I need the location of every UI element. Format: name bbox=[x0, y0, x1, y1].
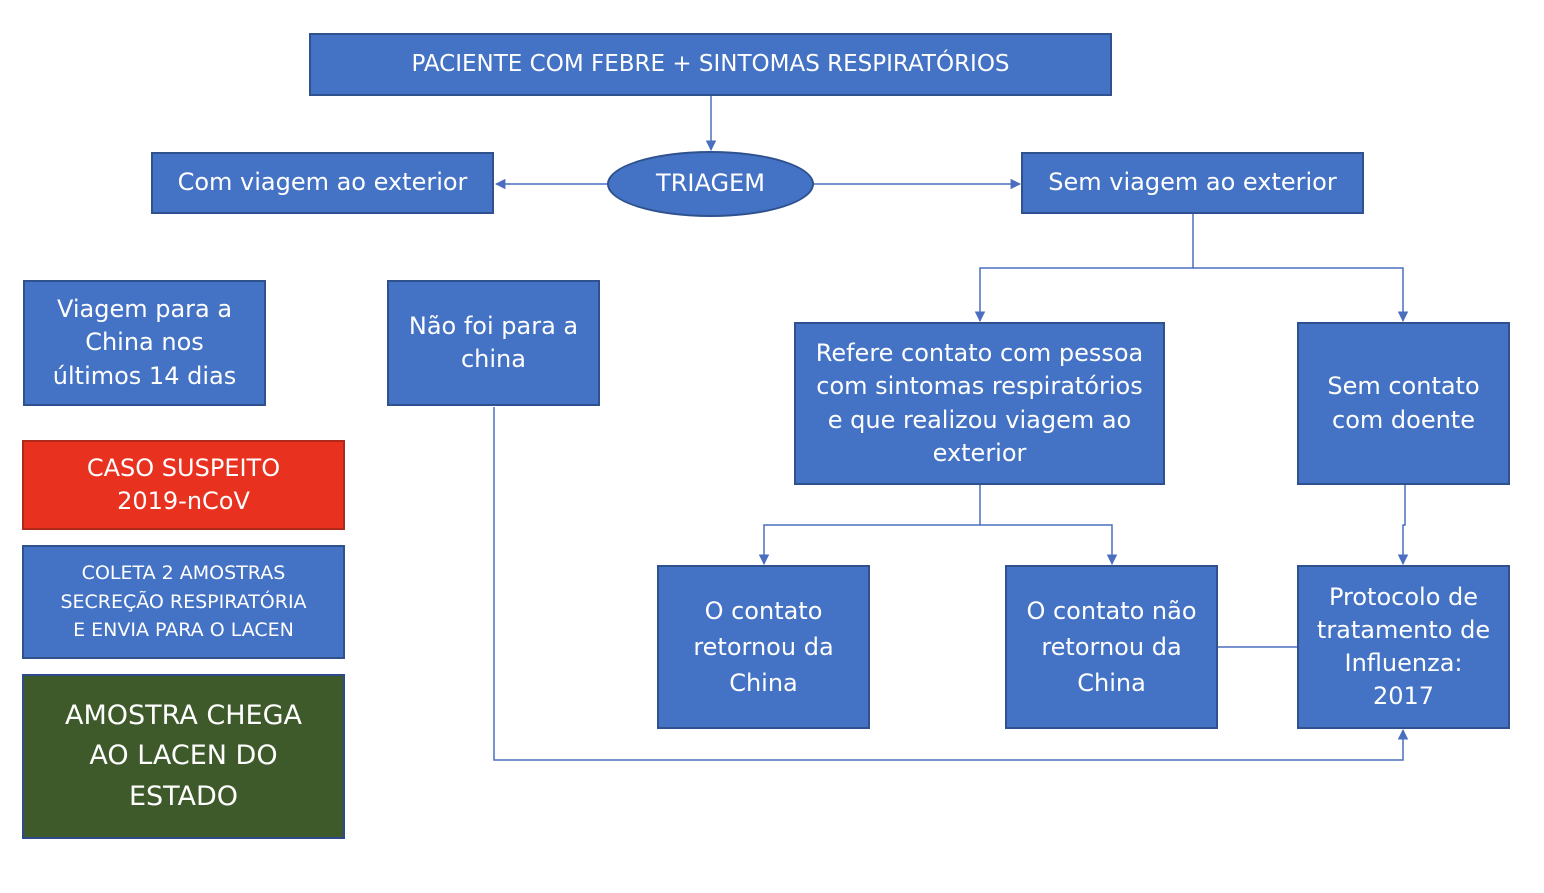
contact-not-returned-label: O contato não retornou da China bbox=[1026, 597, 1197, 697]
without-travel-label: Sem viagem ao exterior bbox=[1048, 168, 1337, 197]
edge-contact-to-returned bbox=[758, 485, 981, 566]
not-china-box: Não foi para a china bbox=[387, 280, 600, 406]
patient-label: PACIENTE COM FEBRE + SINTOMAS RESPIRATÓR… bbox=[411, 50, 1010, 77]
collect-samples-label: COLETA 2 AMOSTRAS SECREÇÃO RESPIRATÓRIA … bbox=[60, 562, 307, 642]
sample-arrives-label: AMOSTRA CHEGA AO LACEN DO ESTADO bbox=[65, 699, 302, 812]
edge-not-china-to-protocol bbox=[493, 407, 1409, 761]
not-china-label: Não foi para a china bbox=[408, 311, 579, 373]
suspect-case-label: CASO SUSPEITO 2019-nCoV bbox=[86, 453, 281, 515]
contact-reported-box: Refere contato com pessoa com sintomas r… bbox=[794, 322, 1165, 485]
influenza-protocol-label: Protocolo de tratamento de Influenza: 20… bbox=[1316, 582, 1491, 711]
suspect-case-box: CASO SUSPEITO 2019-nCoV bbox=[22, 440, 345, 530]
no-contact-label: Sem contato com doente bbox=[1327, 372, 1480, 434]
edge-no-contact-to-protocol bbox=[1397, 485, 1409, 566]
with-travel-box: Com viagem ao exterior bbox=[151, 152, 494, 214]
with-travel-label: Com viagem ao exterior bbox=[177, 168, 468, 197]
without-travel-box: Sem viagem ao exterior bbox=[1021, 152, 1364, 214]
triage-label: TRIAGEM bbox=[656, 169, 765, 198]
edge-without-travel-to-no-contact bbox=[1193, 267, 1409, 323]
patient-box: PACIENTE COM FEBRE + SINTOMAS RESPIRATÓR… bbox=[309, 33, 1112, 96]
edge-without-travel-to-contact bbox=[974, 214, 1194, 323]
contact-not-returned-box: O contato não retornou da China bbox=[1005, 565, 1218, 729]
travel-china-box: Viagem para a China nos últimos 14 dias bbox=[23, 280, 266, 406]
sample-arrives-box: AMOSTRA CHEGA AO LACEN DO ESTADO bbox=[22, 674, 345, 839]
influenza-protocol-box: Protocolo de tratamento de Influenza: 20… bbox=[1297, 565, 1510, 729]
no-contact-box: Sem contato com doente bbox=[1297, 322, 1510, 485]
edge-contact-to-not-returned bbox=[980, 524, 1118, 566]
collect-samples-box: COLETA 2 AMOSTRAS SECREÇÃO RESPIRATÓRIA … bbox=[22, 545, 345, 659]
travel-china-label: Viagem para a China nos últimos 14 dias bbox=[52, 295, 237, 390]
contact-reported-label: Refere contato com pessoa com sintomas r… bbox=[815, 339, 1144, 467]
triage-ellipse: TRIAGEM bbox=[607, 151, 814, 217]
contact-returned-label: O contato retornou da China bbox=[693, 597, 834, 697]
contact-returned-box: O contato retornou da China bbox=[657, 565, 870, 729]
